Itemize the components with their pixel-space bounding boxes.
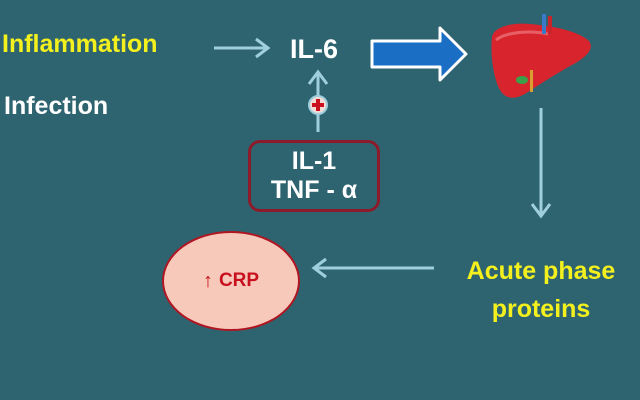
arrow-liver-to-acute (530, 108, 552, 219)
il1-tnf-box: IL-1 TNF - α (248, 140, 380, 212)
inflammation-label: Inflammation (2, 30, 158, 58)
crp-node: ↑ CRP (162, 231, 300, 331)
infection-label: Infection (4, 92, 109, 120)
up-arrow-icon: ↑ (202, 269, 213, 292)
acute-line2: proteins (491, 295, 591, 323)
crp-label: CRP (218, 270, 260, 291)
arrow-acute-to-crp (311, 257, 434, 279)
acute-phase-proteins-label: Acute phase proteins (446, 252, 636, 328)
il1-label: IL-1 (291, 147, 337, 175)
plus-icon (308, 95, 328, 115)
acute-line1: Acute phase (466, 257, 616, 285)
liver-icon (491, 14, 591, 98)
arrow-inflammation-to-il6 (214, 37, 271, 59)
tnf-label: TNF - α (270, 176, 358, 204)
il6-label: IL-6 (290, 34, 339, 64)
big-arrow-il6-to-liver (370, 26, 468, 82)
